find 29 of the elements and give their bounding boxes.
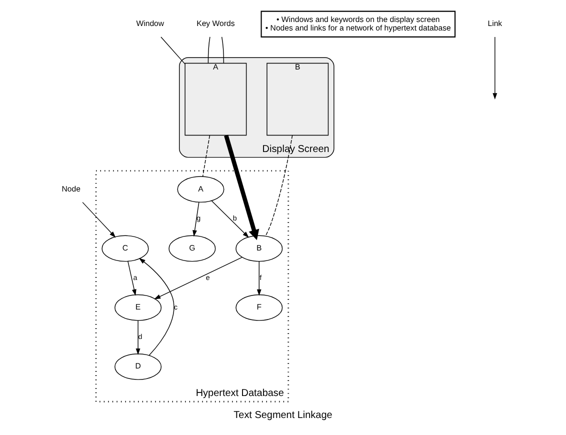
node-text: Node (62, 184, 80, 194)
connector (202, 134, 210, 177)
node-box: • Windows and keywords on the display screen • Nodes and links for a network of hypertext database (260, 10, 456, 38)
arrow (154, 256, 242, 300)
arrow (138, 258, 174, 356)
arrow (192, 202, 200, 237)
node-ellipse: G (168, 235, 216, 262)
connector (208, 36, 210, 64)
arrow (492, 36, 498, 100)
caption: Text Segment Linkage (234, 410, 332, 422)
arrow (256, 261, 262, 296)
node-text: Window (136, 19, 164, 28)
arrow (82, 202, 116, 238)
arrow (128, 261, 136, 296)
node-ellipse: C (102, 235, 149, 262)
node-ellipse: D (114, 354, 162, 380)
node-box: A (184, 62, 247, 136)
connector (265, 134, 293, 236)
node-text: Link (488, 19, 502, 28)
connector (221, 36, 224, 64)
arrow (211, 200, 249, 238)
arrow (224, 134, 260, 240)
connector (160, 36, 186, 64)
node-ellipse: F (236, 294, 283, 321)
node-text: Key Words (196, 19, 235, 28)
node-ellipse: A (177, 176, 224, 203)
arrow (136, 320, 140, 355)
node-ellipse: B (236, 235, 283, 262)
node-box: B (266, 62, 329, 136)
